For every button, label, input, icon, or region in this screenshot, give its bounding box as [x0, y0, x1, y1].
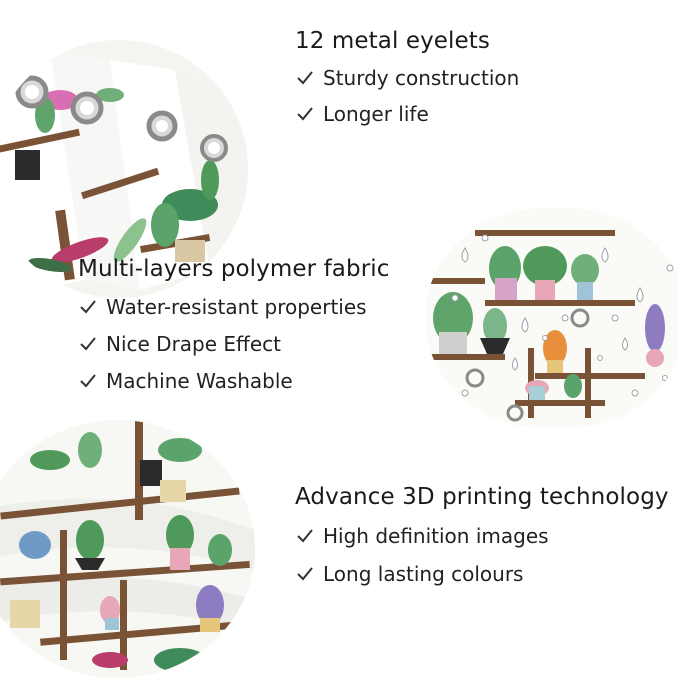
- section-title: Multi-layers polymer fabric: [78, 256, 390, 282]
- feature-item: Longer life: [295, 102, 519, 126]
- water-drops-illustration: [425, 208, 679, 428]
- section-title: Advance 3D printing technology: [295, 484, 669, 510]
- check-icon: [78, 334, 98, 354]
- curtain-eyelets-photo: [0, 40, 248, 298]
- check-icon: [78, 371, 98, 391]
- curtain-eyelets-illustration: [0, 40, 248, 298]
- feature-label: Nice Drape Effect: [106, 332, 281, 356]
- feature-section-printing: Advance 3D printing technology High defi…: [295, 484, 669, 586]
- feature-item: Long lasting colours: [295, 562, 669, 586]
- feature-label: Long lasting colours: [323, 562, 524, 586]
- feature-label: Sturdy construction: [323, 66, 520, 90]
- check-icon: [295, 564, 315, 584]
- feature-item: Nice Drape Effect: [78, 332, 390, 356]
- feature-item: Sturdy construction: [295, 66, 519, 90]
- check-icon: [295, 526, 315, 546]
- feature-label: Machine Washable: [106, 369, 293, 393]
- feature-item: Machine Washable: [78, 369, 390, 393]
- feature-section-fabric: Multi-layers polymer fabric Water-resist…: [78, 256, 390, 393]
- check-icon: [295, 68, 315, 88]
- feature-label: Longer life: [323, 102, 429, 126]
- curtain-folds-photo: [0, 420, 255, 678]
- curtain-folds-illustration: [0, 420, 255, 678]
- section-title: 12 metal eyelets: [295, 28, 490, 54]
- feature-item: Water-resistant properties: [78, 295, 390, 319]
- water-drops-fabric-photo: [425, 208, 679, 428]
- feature-label: High definition images: [323, 524, 549, 548]
- feature-item: High definition images: [295, 524, 669, 548]
- check-icon: [295, 104, 315, 124]
- check-icon: [78, 297, 98, 317]
- feature-label: Water-resistant properties: [106, 295, 367, 319]
- feature-section-eyelets: 12 metal eyelets Sturdy construction Lon…: [295, 28, 519, 126]
